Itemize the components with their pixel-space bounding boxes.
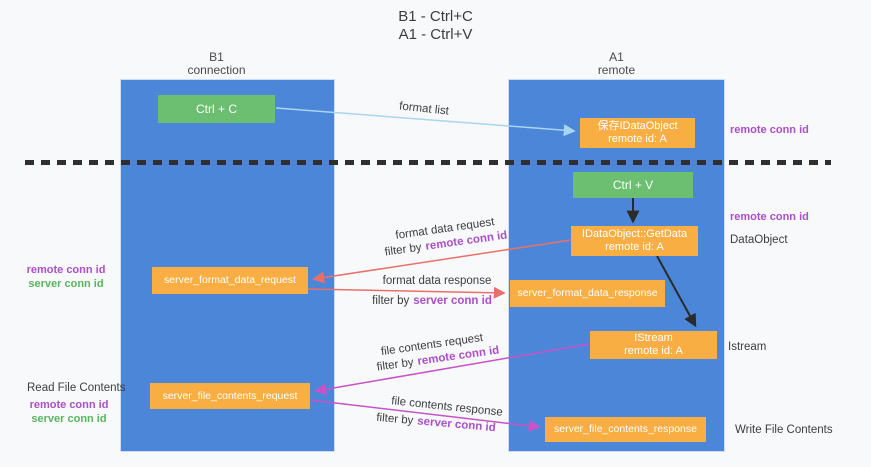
label-dataobject: DataObject <box>730 234 788 246</box>
node-server-file-contents-request: server_file_contents_request <box>150 383 310 409</box>
label-write-file-contents: Write File Contents <box>735 424 833 436</box>
filter-key-server-conn-id-2: server conn id <box>416 415 497 435</box>
title-line-2: A1 - Ctrl+V <box>398 26 473 43</box>
node-server-file-contents-request-label: server_file_contents_request <box>162 389 298 402</box>
label-remote-conn-id-top-right: remote conn id <box>730 124 809 136</box>
filter-prefix-1: filter by <box>384 241 423 259</box>
diagram-title: B1 - Ctrl+C A1 - Ctrl+V <box>0 8 871 44</box>
node-ctrl-v-label: Ctrl + V <box>612 178 654 192</box>
node-istream-line2: remote id: A <box>624 345 683 357</box>
node-server-file-contents-response: server_file_contents_response <box>545 417 706 442</box>
column-header-b1: B1 connection <box>160 51 273 76</box>
node-ctrl-c-label: Ctrl + C <box>195 102 237 116</box>
node-getdata-line1: IDataObject::GetData <box>581 228 688 240</box>
label-istream: Istream <box>728 341 767 353</box>
node-server-format-data-request-label: server_format_data_request <box>164 274 296 286</box>
node-ctrl-v: Ctrl + V <box>573 172 693 198</box>
label-remote-conn-id-mid-right: remote conn id <box>730 211 809 223</box>
column-b1-name: B1 <box>209 50 224 64</box>
node-save-dataobject-line2: remote id: A <box>608 133 667 145</box>
label-server-conn-id-left-1: server conn id <box>28 277 104 290</box>
label-group-file-conn-ids: remote conn id server conn id <box>27 399 111 426</box>
flow-label-format-data-response: format data response <box>382 275 492 287</box>
dashed-separator-line <box>25 160 831 165</box>
title-line-1: B1 - Ctrl+C <box>398 8 473 25</box>
node-save-dataobject: 保存IDataObject remote id: A <box>580 118 695 148</box>
label-remote-conn-id-left-2: remote conn id <box>29 399 109 411</box>
node-istream: IStream remote id: A <box>590 331 717 359</box>
filter-prefix-3: filter by <box>376 356 415 374</box>
flow-filter-format-data-response: filter by server conn id <box>372 295 492 307</box>
flow-label-format-list: format list <box>398 100 450 118</box>
label-server-conn-id-left-2: server conn id <box>31 412 107 425</box>
node-getdata-line2: remote id: A <box>605 241 664 253</box>
label-read-file-contents: Read File Contents <box>27 382 126 394</box>
filter-key-server-conn-id-1: server conn id <box>413 295 492 307</box>
column-header-a1: A1 remote <box>560 51 673 76</box>
node-server-format-data-request: server_format_data_request <box>152 267 308 294</box>
arrow-format-data-response <box>307 286 506 299</box>
node-ctrl-c: Ctrl + C <box>158 95 275 123</box>
column-a1-subtitle: remote <box>597 62 636 77</box>
node-idataobject-getdata: IDataObject::GetData remote id: A <box>571 226 698 256</box>
filter-prefix-4: filter by <box>375 411 414 427</box>
column-b1-subtitle: connection <box>187 62 246 77</box>
node-server-format-data-response-label: server_format_data_response <box>517 287 658 299</box>
node-server-format-data-response: server_format_data_response <box>510 280 665 307</box>
node-server-file-contents-response-label: server_file_contents_response <box>553 423 697 435</box>
node-istream-line1: IStream <box>634 332 673 344</box>
filter-prefix-2: filter by <box>372 295 410 307</box>
label-group-format-conn-ids: remote conn id server conn id <box>24 264 108 291</box>
label-remote-conn-id-left-1: remote conn id <box>26 264 106 276</box>
node-save-dataobject-line1: 保存IDataObject <box>597 120 678 132</box>
column-a1-name: A1 <box>609 50 624 64</box>
